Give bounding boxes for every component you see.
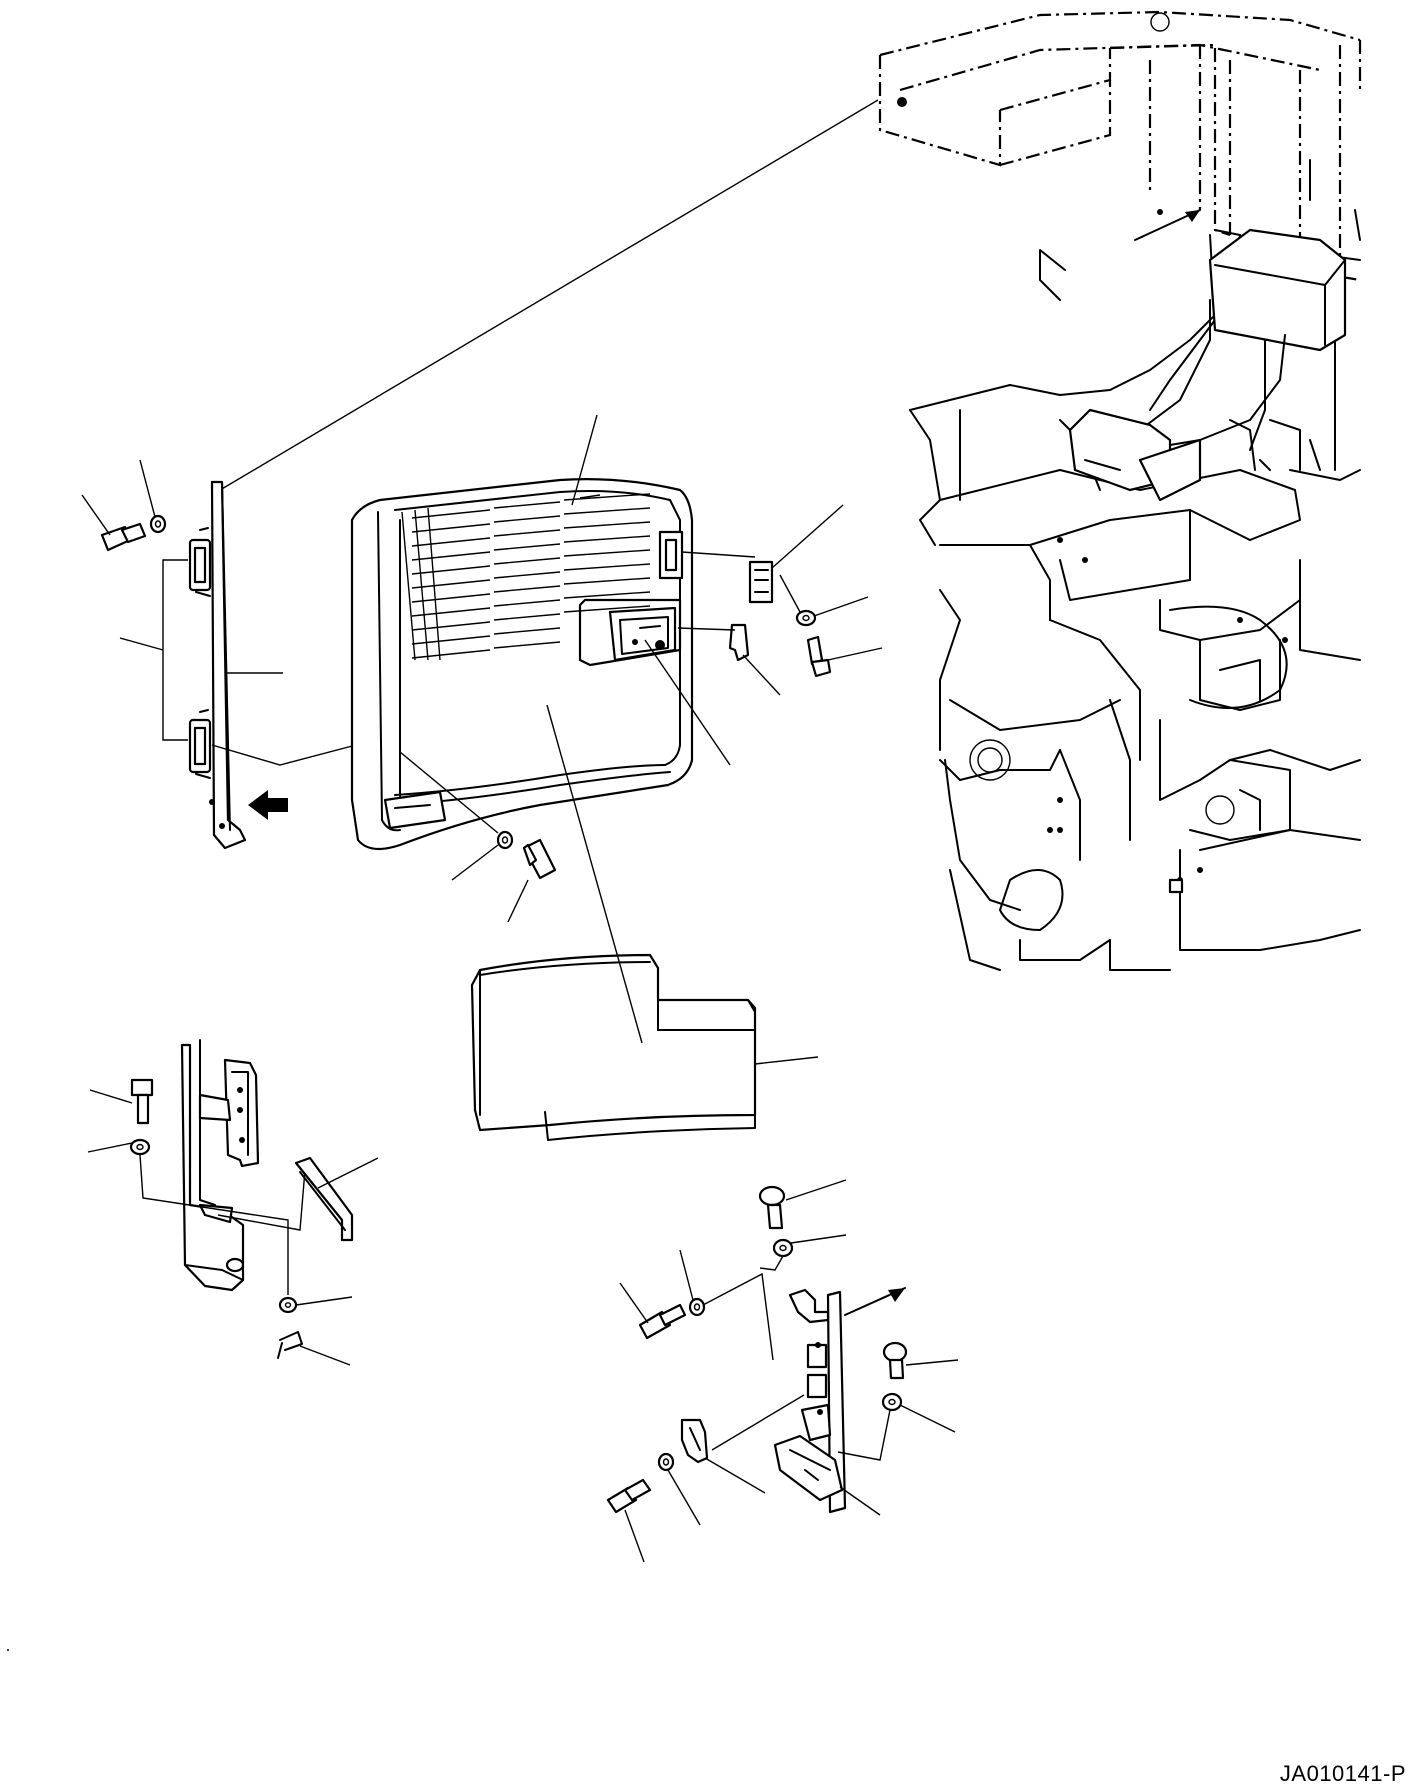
washer-right	[779, 574, 869, 627]
bracket-group-left	[119, 559, 188, 741]
bolt-lr-top	[758, 1179, 847, 1230]
figure-code: JA010141-P	[1279, 1761, 1406, 1786]
leader-panel	[571, 414, 598, 506]
washer-lr	[679, 1249, 774, 1361]
washer-hinge	[87, 1138, 289, 1295]
clip-middle-right	[677, 623, 781, 696]
bolt-lr-right	[882, 1341, 959, 1380]
leader-line-cab	[214, 99, 879, 494]
bolt-upper-left	[81, 494, 147, 552]
nut-lr-right	[837, 1392, 956, 1461]
leader-cover	[546, 704, 643, 1044]
washer-lr-bottom	[657, 1452, 701, 1526]
air-duct	[1068, 228, 1347, 502]
leader-cover-right	[754, 1056, 819, 1065]
leader-lock	[644, 639, 731, 766]
hinge-detail	[180, 1039, 306, 1292]
nut-lr-top	[759, 1234, 847, 1271]
clip-upper-right	[681, 504, 844, 604]
bolt-lr-bottom	[606, 1478, 881, 1563]
cover-piece	[470, 953, 757, 1141]
bolt-panel-bottom	[507, 838, 557, 923]
bolt-right	[806, 635, 883, 678]
hinge-rail	[188, 480, 247, 850]
bolt-lr-left	[619, 1282, 687, 1340]
washer-lower-left	[278, 1296, 353, 1314]
bracket-lr	[711, 1288, 847, 1514]
side-panel-door	[350, 478, 694, 851]
panel-louvers	[401, 493, 651, 661]
clip-lr	[680, 1418, 766, 1494]
bolt-hinge	[89, 1078, 154, 1125]
leader-rail-to-panel	[211, 739, 376, 766]
washer-upper-left	[139, 459, 167, 534]
stay-rod	[294, 1156, 379, 1242]
arrow-left-icon	[248, 790, 288, 820]
arrow-diagonal-icon	[1134, 209, 1201, 241]
washer-panel-bottom	[399, 751, 514, 881]
arrow-diagonal-icon-lr	[844, 1287, 906, 1316]
pin-lower-left	[277, 1331, 351, 1366]
